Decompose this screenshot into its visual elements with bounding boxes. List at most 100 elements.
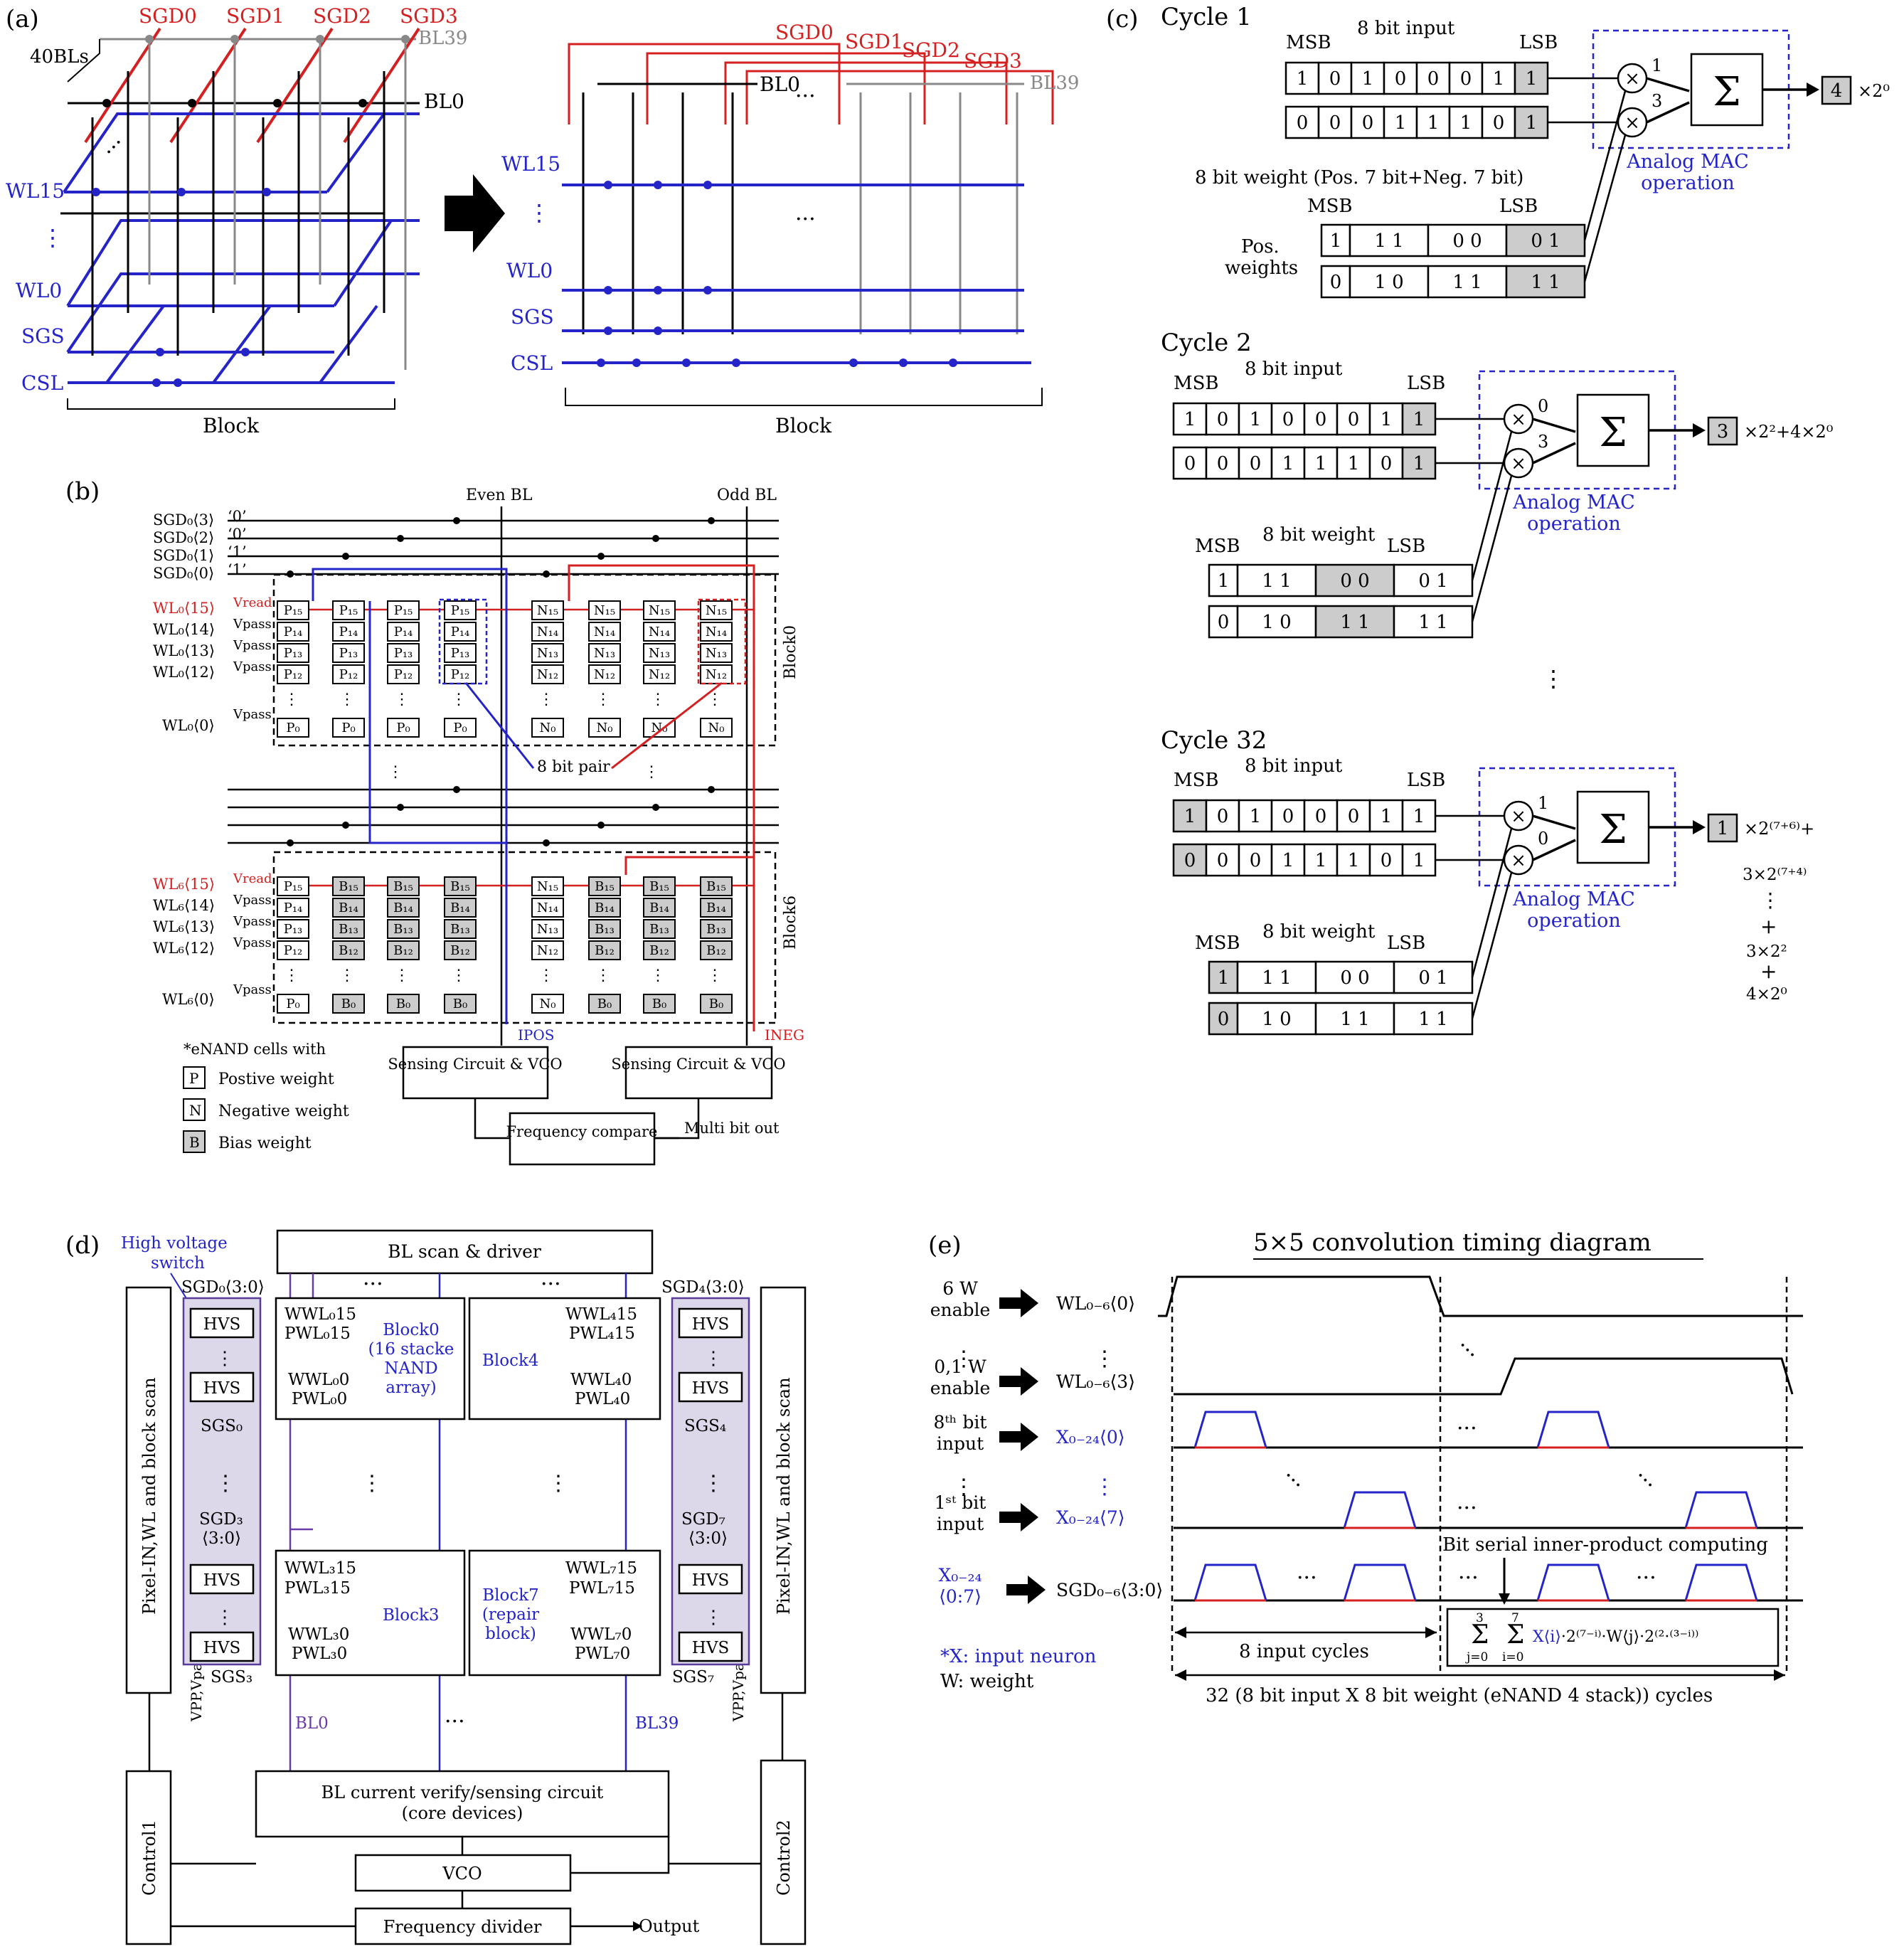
cell-label: P₁₄ bbox=[284, 625, 303, 639]
c-bit-cell bbox=[1238, 799, 1273, 833]
eNAND-cell bbox=[531, 940, 564, 960]
c-mult1: 0 bbox=[1538, 396, 1548, 416]
eNAND-cell bbox=[531, 994, 564, 1014]
c-weight-value: 0 0 bbox=[1452, 230, 1482, 252]
e-dots-e: ··· bbox=[1636, 1566, 1656, 1590]
c-arrow bbox=[1646, 101, 1690, 124]
c-bit-value: 1 bbox=[1348, 850, 1360, 871]
e-input-cycles: 8 input cycles bbox=[1239, 1641, 1369, 1662]
eNAND-cell bbox=[700, 898, 733, 918]
cell-label: N₁₅ bbox=[537, 603, 558, 618]
a2-sgd0-label: SGD0 bbox=[775, 21, 834, 44]
e-row-arrow-icon bbox=[999, 1289, 1038, 1317]
b-sgd0-1: SGD₀⟨1⟩ bbox=[153, 547, 214, 564]
cell-label: B₁₂ bbox=[393, 943, 413, 958]
cell-label: P₁₃ bbox=[451, 646, 470, 661]
eNAND-cell bbox=[277, 940, 309, 960]
cell-vdots: ⋮ bbox=[394, 967, 410, 984]
c-mult2: 3 bbox=[1652, 91, 1662, 111]
cell-label: P₁₄ bbox=[451, 625, 470, 639]
cell-label: P₁₃ bbox=[284, 922, 303, 937]
eNAND-cell bbox=[588, 643, 621, 663]
d-b0-wwl0: WWL₀0 bbox=[288, 1371, 349, 1389]
eNAND-cell bbox=[332, 664, 365, 684]
a2-csl-label: CSL bbox=[511, 351, 553, 375]
cell-vdots: ⋮ bbox=[538, 967, 554, 984]
a2-sgd2-label: SGD2 bbox=[902, 38, 960, 62]
d-b0-pwl0: PWL₀0 bbox=[292, 1390, 347, 1408]
eNAND-cell bbox=[444, 919, 477, 939]
d-hvs-text: HVS bbox=[203, 1379, 240, 1398]
c-bit-cell bbox=[1401, 799, 1437, 833]
b-wl0-0: WL₀⟨0⟩ bbox=[162, 717, 215, 734]
cell-label: B₁₄ bbox=[595, 901, 615, 915]
panel-e-label: (e) bbox=[928, 1231, 962, 1260]
panel-d-label: (d) bbox=[65, 1231, 100, 1260]
d-b7-name2: block) bbox=[485, 1625, 536, 1643]
c-times-glyph: × bbox=[1624, 68, 1640, 90]
c-lsb-label: LSB bbox=[1407, 770, 1445, 791]
panel-a-label: (a) bbox=[6, 5, 39, 33]
c-bit-value: 0 bbox=[1395, 68, 1407, 90]
c-out-arrowhead bbox=[1807, 83, 1819, 97]
cell-label: P₀ bbox=[286, 997, 299, 1011]
cell-label: N₁₄ bbox=[594, 625, 615, 639]
eNAND-cell bbox=[332, 643, 365, 663]
c-weight-label: 8 bit weight bbox=[1262, 921, 1376, 942]
c-cycle-title: Cycle 1 bbox=[1161, 3, 1252, 31]
c-bit-value: 0 bbox=[1493, 112, 1505, 134]
b-mid-vdots: ⋮ bbox=[388, 763, 403, 781]
b-sgd0-2: SGD₀⟨2⟩ bbox=[153, 529, 214, 546]
c-bit-cell bbox=[1270, 843, 1306, 877]
e-lbl-vdots2: ⋮ bbox=[953, 1475, 974, 1499]
c-weight-cell bbox=[1236, 563, 1317, 598]
b-freq-label: Frequency compare bbox=[506, 1123, 657, 1140]
a2-wl0-label: WL0 bbox=[506, 259, 553, 282]
c-bit-value: 0 bbox=[1460, 68, 1472, 90]
c-arrow bbox=[1532, 839, 1576, 861]
eNAND-cell bbox=[444, 876, 477, 896]
d-sgd7: SGD₇ bbox=[681, 1510, 725, 1529]
b-ineg-label: INEG bbox=[765, 1026, 804, 1043]
cell-label: B₁₅ bbox=[450, 879, 470, 894]
b-ipos-label: IPOS bbox=[518, 1026, 554, 1043]
c-bit-value: 0 bbox=[1217, 453, 1229, 474]
cell-label: B₀ bbox=[453, 997, 467, 1011]
d-b4-pwl0: PWL₄0 bbox=[575, 1390, 630, 1408]
b-vpass-0a: Vpass bbox=[233, 617, 272, 632]
eNAND-cell bbox=[643, 994, 676, 1014]
d-left-vdots: ⋮ bbox=[215, 1471, 236, 1496]
c-sum-3: 3×2² bbox=[1746, 942, 1787, 961]
panel-c-label: (c) bbox=[1106, 5, 1139, 33]
cell-label: B₁₄ bbox=[450, 901, 470, 915]
cell-vdots: ⋮ bbox=[707, 967, 723, 984]
cell-label: P₀ bbox=[453, 721, 467, 735]
c-bit-value: 1 bbox=[1381, 409, 1393, 430]
c-weight-value: 1 bbox=[1330, 230, 1342, 252]
d-hvs-box bbox=[678, 1371, 743, 1403]
d-hvs-text: HVS bbox=[203, 1315, 240, 1334]
b-legend-p: Postive weight bbox=[218, 1071, 334, 1088]
e-diag-dots3: ··· bbox=[1629, 1465, 1661, 1497]
c-w-lsb-label: LSB bbox=[1499, 196, 1538, 217]
eNAND-cell bbox=[277, 898, 309, 918]
cell-label: P₁₅ bbox=[451, 603, 470, 618]
b-wl0-15: WL₀⟨15⟩ bbox=[153, 600, 215, 617]
c-lsb-label: LSB bbox=[1519, 32, 1558, 53]
e-j-lim: j=0 bbox=[1465, 1650, 1488, 1664]
b-legend-n: Negative weight bbox=[218, 1103, 349, 1120]
c-bit-cell bbox=[1172, 843, 1208, 877]
eNAND-cell bbox=[531, 600, 564, 620]
b-bit0-3: ‘0’ bbox=[228, 508, 247, 525]
panel-d: (d) High voltage switch BL scan & driver… bbox=[65, 1229, 807, 1945]
eNAND-cell bbox=[387, 718, 420, 738]
d-hvs-box bbox=[678, 1631, 743, 1662]
cell-label: B₁₄ bbox=[706, 901, 726, 915]
c-bit-value: 0 bbox=[1329, 112, 1341, 134]
c-bit-value: 0 bbox=[1184, 453, 1196, 474]
a-sgd2-label: SGD2 bbox=[313, 4, 371, 28]
b-sense2-label: Sensing Circuit & VCO bbox=[611, 1056, 785, 1073]
cell-label: N₀ bbox=[540, 997, 556, 1011]
c-bit-cell bbox=[1336, 402, 1371, 436]
c-bit-cell bbox=[1270, 446, 1306, 480]
